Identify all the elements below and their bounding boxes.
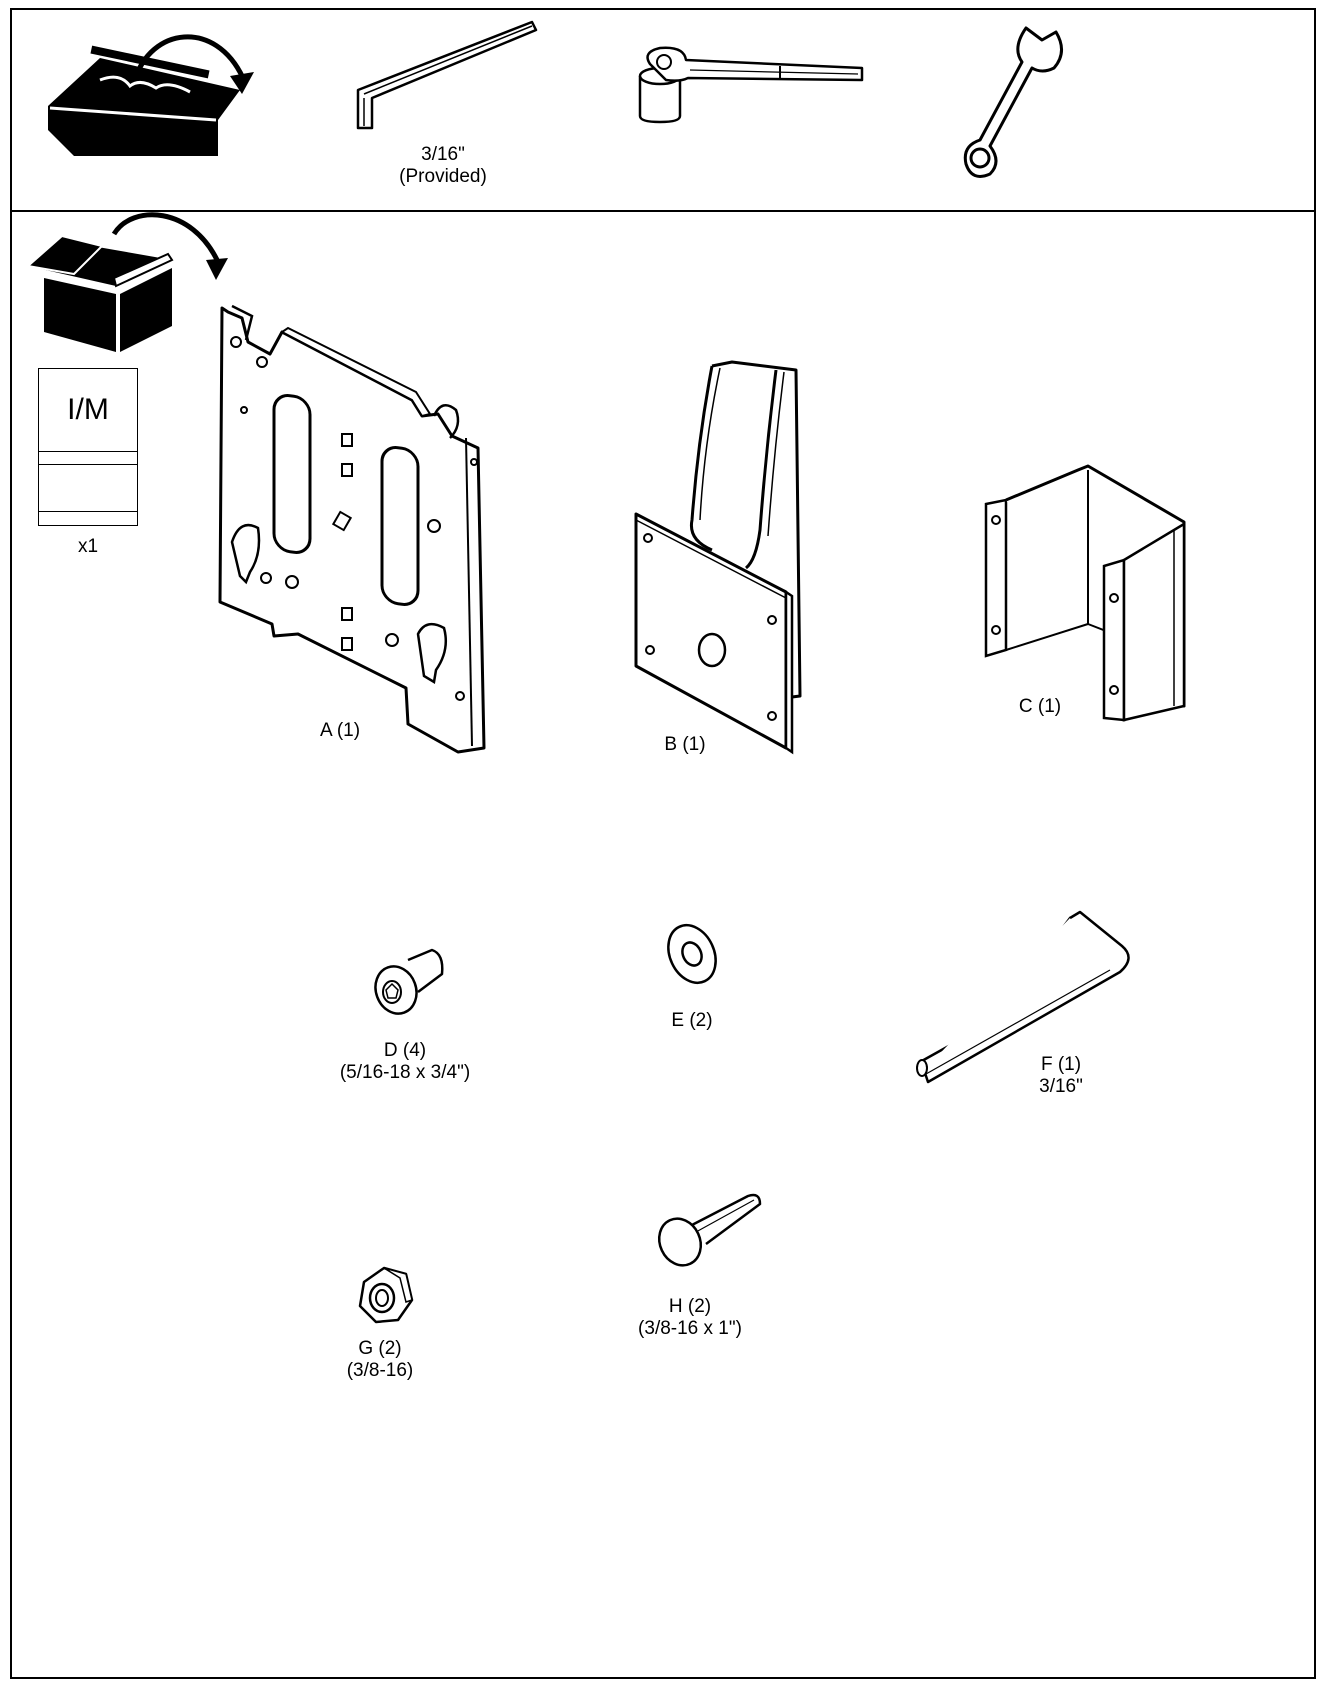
part-h-spec: (3/8-16 x 1")	[638, 1318, 742, 1339]
hex-key-icon	[356, 20, 538, 130]
part-d-spec: (5/16-18 x 3/4")	[339, 1062, 471, 1083]
toolbox-icon	[48, 34, 254, 156]
instruction-sheet	[10, 8, 1316, 1679]
part-g-hex-nut	[358, 1266, 414, 1324]
manual-line	[39, 451, 137, 452]
open-box-icon	[25, 212, 228, 352]
section-divider	[10, 210, 1316, 212]
part-a-wall-plate	[218, 304, 486, 754]
part-f-hex-key	[916, 910, 1130, 1084]
part-g-qty: G (2)	[358, 1338, 402, 1359]
part-c-u-channel	[984, 464, 1186, 722]
part-f-spec: 3/16"	[1039, 1076, 1083, 1097]
part-d-qty: D (4)	[383, 1040, 427, 1061]
part-c-label: C (1)	[1018, 696, 1062, 717]
manual-quantity: x1	[77, 536, 99, 557]
part-d-label: D (4) (5/16-18 x 3/4")	[315, 1040, 495, 1084]
part-h-label: H (2) (3/8-16 x 1")	[600, 1296, 780, 1340]
manual-label: I/M	[67, 393, 109, 426]
part-e-label: E (2)	[671, 1010, 713, 1031]
instruction-manual: I/M	[38, 368, 138, 526]
part-g-spec: (3/8-16)	[346, 1360, 414, 1381]
part-f-qty: F (1)	[1040, 1054, 1082, 1075]
hex-key-note: (Provided)	[399, 166, 487, 187]
manual-line	[39, 511, 137, 512]
manual-line	[39, 464, 137, 465]
socket-wrench-icon	[638, 46, 864, 124]
part-d-bolt	[374, 948, 444, 1015]
open-end-wrench-icon	[963, 26, 1063, 178]
part-b-label: B (1)	[664, 734, 706, 755]
hex-key-size: 3/16"	[421, 144, 465, 165]
part-e-washer	[667, 924, 717, 984]
part-b-bracket	[634, 360, 802, 755]
hex-key-tool-label: 3/16" (Provided)	[378, 144, 508, 188]
part-h-qty: H (2)	[668, 1296, 712, 1317]
part-h-carriage-bolt	[657, 1193, 762, 1267]
part-a-label: A (1)	[319, 720, 361, 741]
part-f-label: F (1) 3/16"	[1016, 1054, 1106, 1098]
part-g-label: G (2) (3/8-16)	[320, 1338, 440, 1382]
